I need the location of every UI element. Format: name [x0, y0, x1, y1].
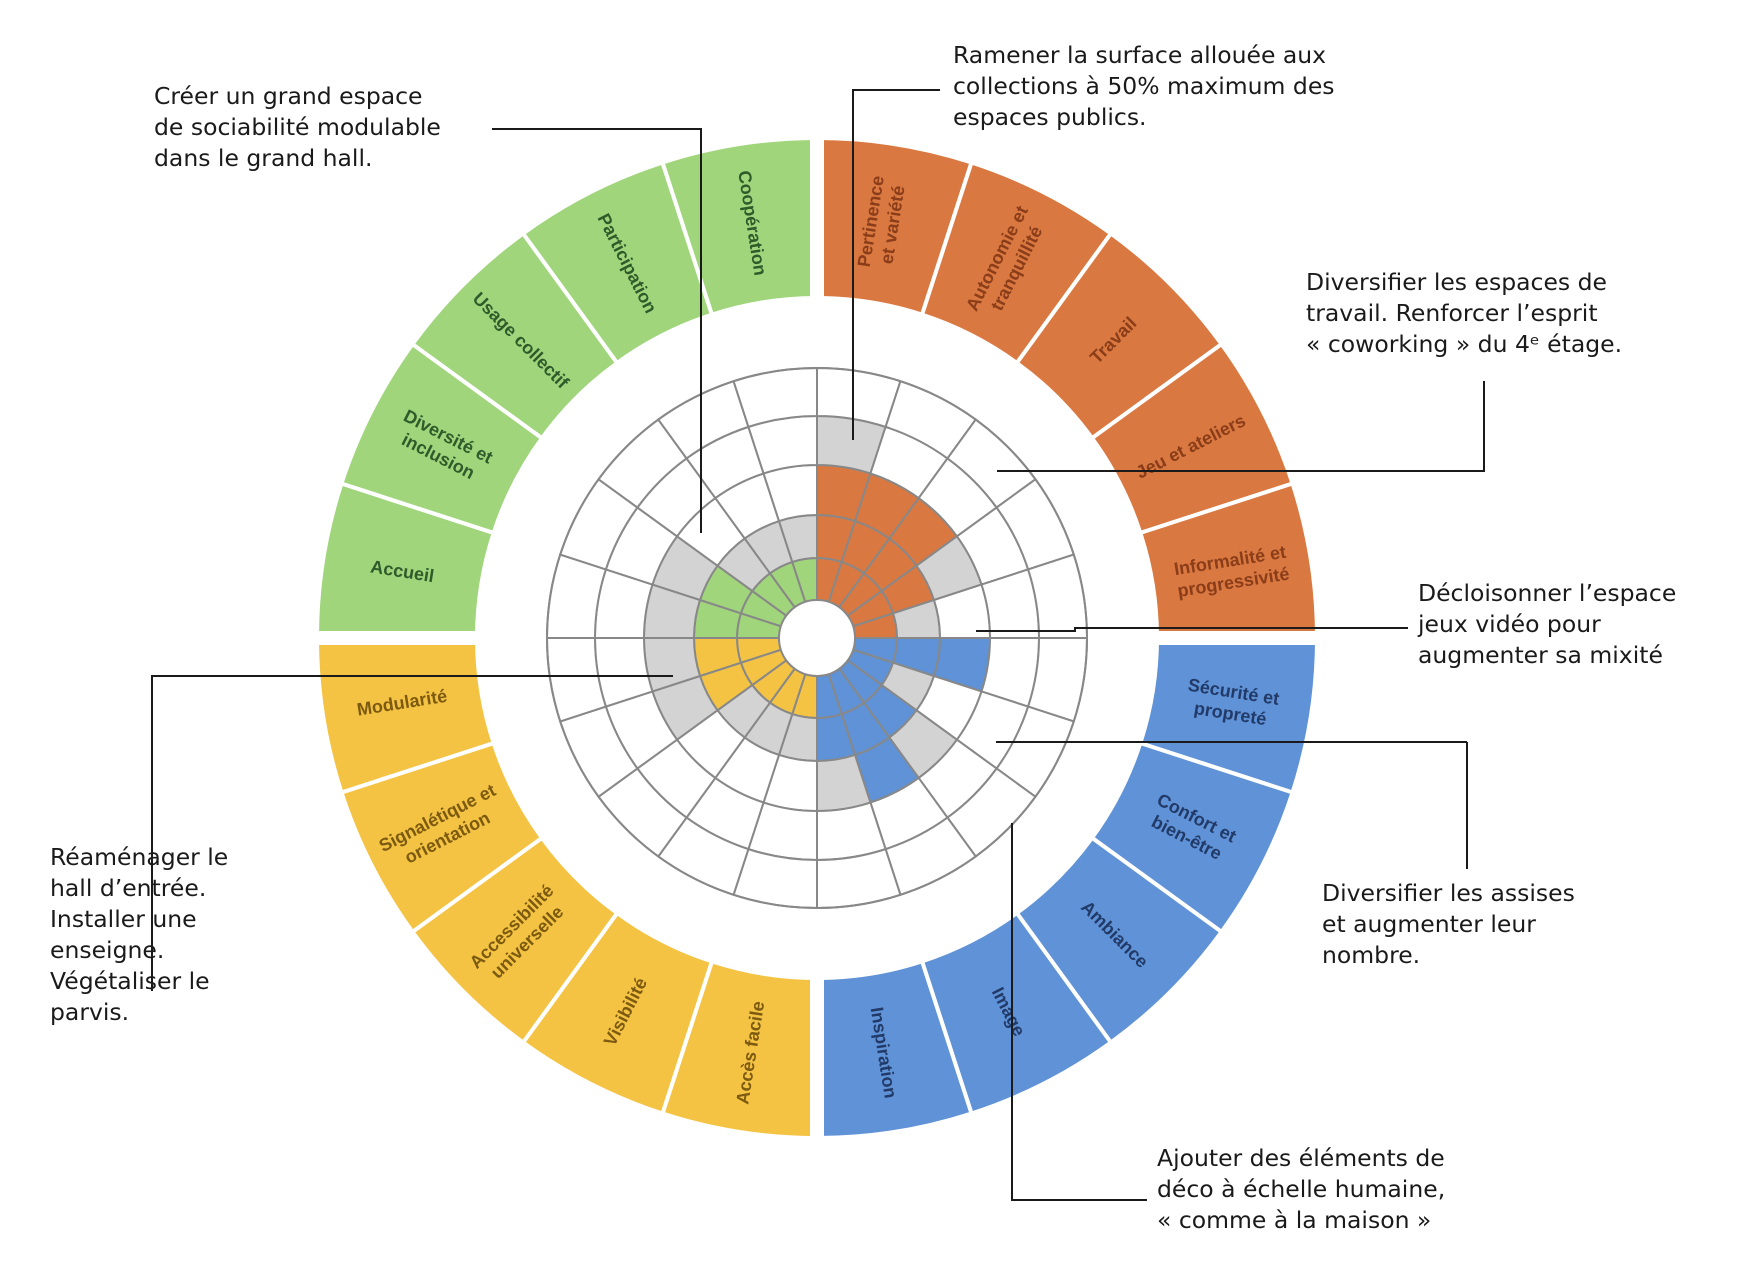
center-hole — [778, 599, 856, 677]
leader-line — [492, 128, 702, 533]
ring-separator — [477, 298, 1157, 978]
annotation-grand-hall: Créer un grand espace de sociabilité mod… — [154, 82, 441, 172]
annotation-deco: Ajouter des éléments de déco à échelle h… — [1157, 1144, 1446, 1234]
leader-line — [997, 381, 1485, 472]
annotation-collections: Ramener la surface allouée aux collectio… — [953, 41, 1335, 131]
leader-line — [976, 627, 1408, 632]
annotation-leader-lines — [151, 89, 1485, 1201]
leader-line — [1011, 823, 1147, 1201]
annotation-jeux-video: Décloisonner l’espace jeux vidéo pour au… — [1418, 579, 1677, 669]
leader-line — [151, 675, 673, 991]
annotation-assises: Diversifier les assises et augmenter leu… — [1322, 879, 1575, 969]
inner-wheel-border — [546, 367, 1088, 909]
annotation-hall-entree: Réaménager le hall d’entrée. Installer u… — [50, 843, 229, 1026]
leader-line — [852, 89, 940, 440]
annotation-coworking: Diversifier les espaces de travail. Renf… — [1306, 268, 1623, 358]
inner-score-wheel — [545, 366, 1089, 910]
